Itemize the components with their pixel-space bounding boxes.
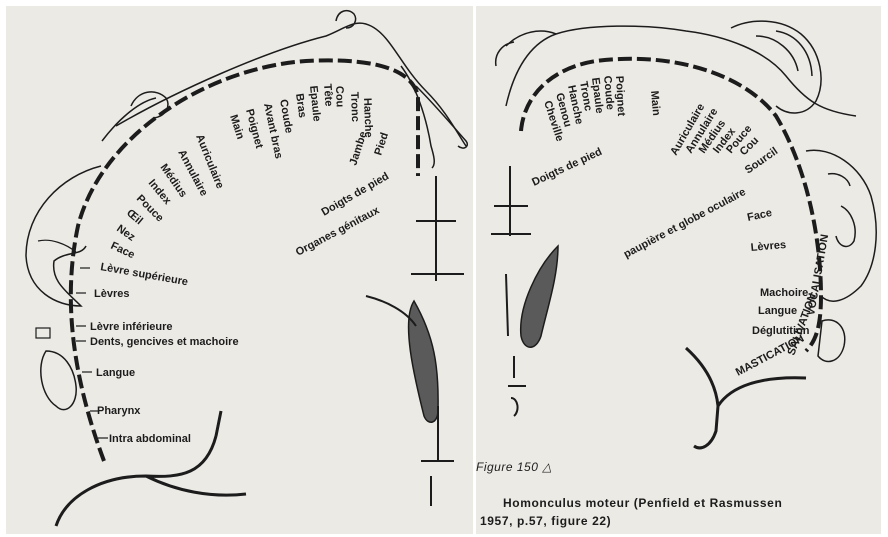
sensory-fibers <box>56 411 246 526</box>
sensory-label-25: Jambe <box>347 130 369 167</box>
sensory-label-16: Poignet <box>243 108 265 150</box>
sensory-label-3: Dents, gencives et machoire <box>90 336 239 348</box>
sensory-label-9: Œil <box>124 207 145 227</box>
motor-label-17: Face <box>746 207 773 224</box>
motor-label-20: Langue <box>758 305 797 317</box>
sensory-label-23: Tronc <box>348 92 361 122</box>
sensory-label-22: Cou <box>333 86 346 108</box>
motor-label-8: Main <box>648 90 662 116</box>
sensory-label-20: Epaule <box>307 85 323 122</box>
motor-homunculus-drawing: Doigts de piedChevilleGenouHancheTroncEp… <box>476 6 881 534</box>
sensory-label-18: Coude <box>277 98 295 134</box>
motor-hand-drawing <box>731 21 821 113</box>
sensory-face-drawing <box>26 166 101 306</box>
sensory-label-7: Face <box>109 240 137 261</box>
motor-label-16: paupière et globe oculaire <box>622 186 748 261</box>
sensory-label-1: Pharynx <box>97 405 141 417</box>
motor-label-18: Lèvres <box>750 239 786 254</box>
sensory-label-21: Tête <box>321 83 335 106</box>
sensory-label-4: Lèvre inférieure <box>90 321 173 333</box>
motor-label-0: Doigts de pied <box>530 146 604 189</box>
sensory-label-27: Doigts de pied <box>320 170 392 218</box>
figure-caption-line-1: Homonculus moteur (Penfield et Rasmussen <box>503 496 782 510</box>
sensory-label-19: Bras <box>293 93 308 119</box>
sensory-homunculus-drawing: Intra abdominal Pharynx Langue Dents, genci… <box>6 6 473 534</box>
sensory-homunculus-panel: Intra abdominal Pharynx Langue Dents, genci… <box>6 6 473 534</box>
sensory-label-5: Lèvres <box>94 288 129 300</box>
sensory-label-0: Intra abdominal <box>109 433 191 445</box>
sensory-label-2: Langue <box>96 367 135 379</box>
motor-label-7: Poignet <box>613 76 627 117</box>
figure-caption-line-2: 1957, p.57, figure 22) <box>480 514 611 528</box>
sensory-label-28: Organes génitaux <box>294 204 382 259</box>
motor-label-19: Machoire <box>760 287 808 299</box>
sensory-tongue-drawing <box>41 351 76 410</box>
figure-title: Figure 150 △ <box>476 460 552 474</box>
sensory-label-6: Lèvre supérieure <box>99 261 188 288</box>
sensory-label-15: Main <box>227 113 246 141</box>
